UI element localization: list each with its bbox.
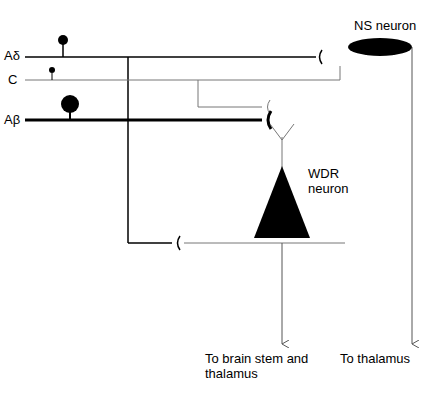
ns-axon bbox=[412, 47, 413, 344]
neuron-body-ellipse bbox=[346, 36, 414, 58]
ns-neuron: NS neuron bbox=[346, 18, 416, 59]
c-fiber bbox=[25, 66, 340, 114]
neuron-label: NS neuron bbox=[346, 18, 416, 33]
a-beta-fiber bbox=[25, 95, 271, 129]
output-label: To brain stem and thalamus bbox=[205, 351, 317, 381]
wdr-neuron: WDR neuron bbox=[250, 160, 370, 240]
fiber-name: Aβ bbox=[4, 112, 20, 127]
fiber-name: C bbox=[8, 72, 17, 87]
a-delta-fiber bbox=[25, 35, 322, 250]
fiber-name: Aδ bbox=[4, 48, 20, 63]
neuron-body-triangle bbox=[250, 160, 314, 240]
neuron-label: WDR neuron bbox=[308, 166, 360, 196]
output-label: To thalamus bbox=[340, 351, 410, 366]
wdr-processes bbox=[184, 124, 345, 344]
